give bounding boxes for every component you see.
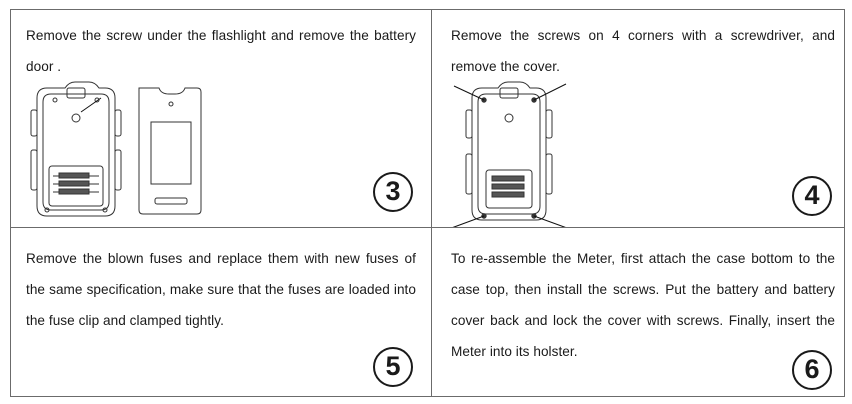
step-4-number-badge: 4 — [792, 176, 832, 216]
step-3-number-badge: 3 — [373, 172, 413, 212]
meter-front-drawing — [466, 82, 552, 220]
step-6-number-badge: 6 — [792, 350, 832, 390]
meter-and-battery-door-illustration — [11, 80, 211, 220]
step-3-text: Remove the screw under the flashlight an… — [26, 28, 416, 74]
step-5-text: Remove the blown fuses and replace them … — [26, 251, 416, 328]
step-4-text: Remove the screws on 4 corners with a sc… — [451, 28, 835, 74]
step-6-text: To re-assemble the Meter, first attach t… — [451, 251, 835, 359]
meter-corner-screws-illustration — [432, 70, 592, 230]
step-5-panel: Remove the blown fuses and replace them … — [10, 227, 432, 397]
meter-back-drawing — [31, 82, 121, 216]
step-3-panel: Remove the screw under the flashlight an… — [10, 9, 432, 228]
step-5-number-badge: 5 — [373, 347, 413, 387]
battery-door-drawing — [139, 88, 201, 214]
step-6-panel: To re-assemble the Meter, first attach t… — [431, 227, 845, 397]
step-4-panel: Remove the screws on 4 corners with a sc… — [431, 9, 845, 228]
